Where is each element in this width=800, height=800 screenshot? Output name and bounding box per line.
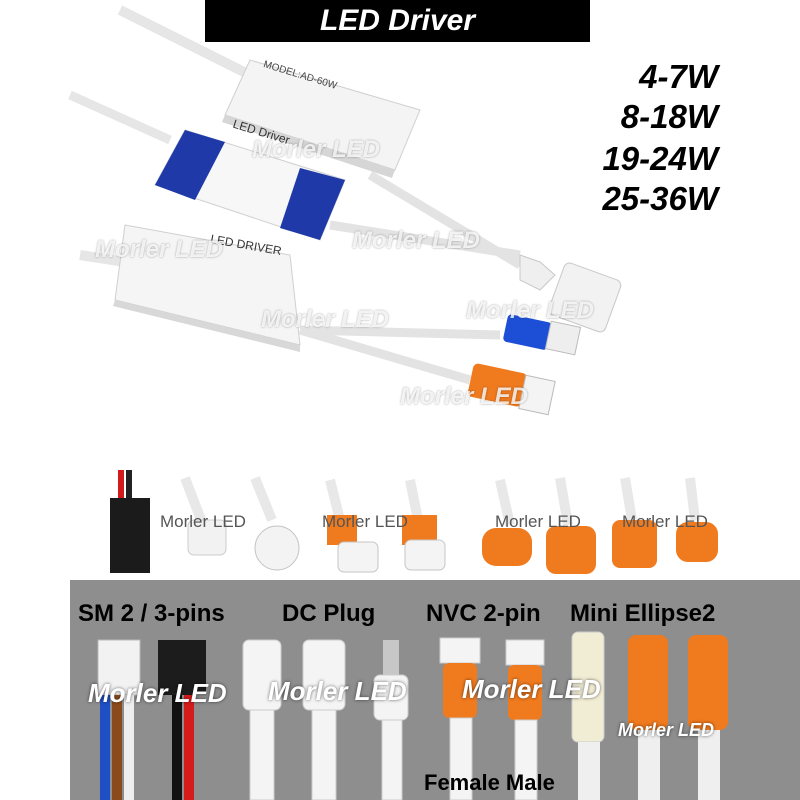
wattage-19-24w: 19-24W [602, 140, 718, 177]
watermark: Morler LED [322, 512, 408, 531]
watermark: Morler LED [400, 383, 529, 410]
watermark: Morler LED [352, 227, 481, 254]
watermark: Morler LED [261, 306, 390, 333]
dc-plugs [242, 639, 409, 800]
watermark: Morler LED [462, 674, 601, 704]
wattage-8-18w: 8-18W [620, 98, 718, 135]
orange-connector [467, 363, 556, 416]
led-driver-top [222, 59, 421, 178]
title-banner: LED Driver [205, 0, 590, 42]
mini-ellipse-connectors [571, 631, 728, 800]
watermark: Morler LED [495, 512, 581, 531]
watermark: Morler LED [160, 512, 246, 531]
wattage-4-7w: 4-7W [639, 58, 718, 95]
connector-strip [100, 465, 800, 575]
wattage-25-36w: 25-36W [602, 180, 718, 217]
watermark: Morler LED [252, 136, 381, 163]
watermark: Morler LED [88, 678, 227, 708]
gender-label: Female Male [424, 770, 555, 795]
blue-connector [503, 314, 582, 356]
sm-connectors [97, 639, 206, 800]
label-mini-ellipse: Mini Ellipse2 [570, 600, 716, 627]
label-nvc-2pin: NVC 2-pin [426, 600, 541, 627]
watermark: Morler LED [95, 236, 224, 263]
watermark: Morler LED [622, 512, 708, 531]
led-driver-middle [154, 129, 346, 241]
label-sm-pins: SM 2 / 3-pins [78, 600, 225, 627]
watermark: Morler LED [618, 720, 715, 740]
dc-connector-top [519, 254, 622, 333]
watermark: Morler LED [268, 676, 407, 706]
led-driver-bottom [113, 224, 301, 352]
nvc-connectors [439, 637, 545, 800]
label-dc-plug: DC Plug [282, 600, 376, 627]
watermark: Morler LED [466, 297, 595, 324]
